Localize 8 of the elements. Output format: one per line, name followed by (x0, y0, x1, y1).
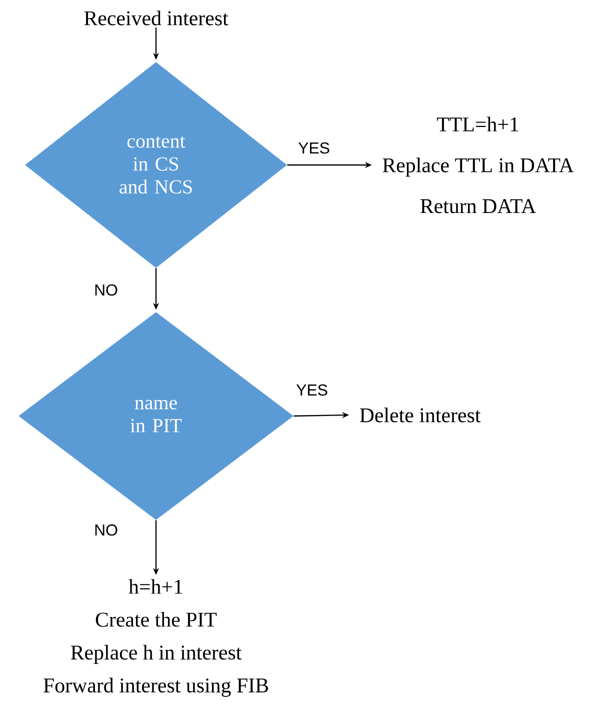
start-text: Received interest (84, 10, 228, 26)
edge-label: NO (95, 524, 118, 536)
edge-label: NO (95, 284, 118, 296)
action-text: Delete interest (360, 408, 481, 422)
edge-label: YES (298, 142, 330, 154)
action-text: h=h+1 Create the PIT Replace h in interest Forward interest using FIB (44, 579, 268, 697)
edge-label: YES (296, 384, 328, 396)
action-text: TTL=h+1 Replace TTL in DATA Return DATA (382, 116, 574, 214)
